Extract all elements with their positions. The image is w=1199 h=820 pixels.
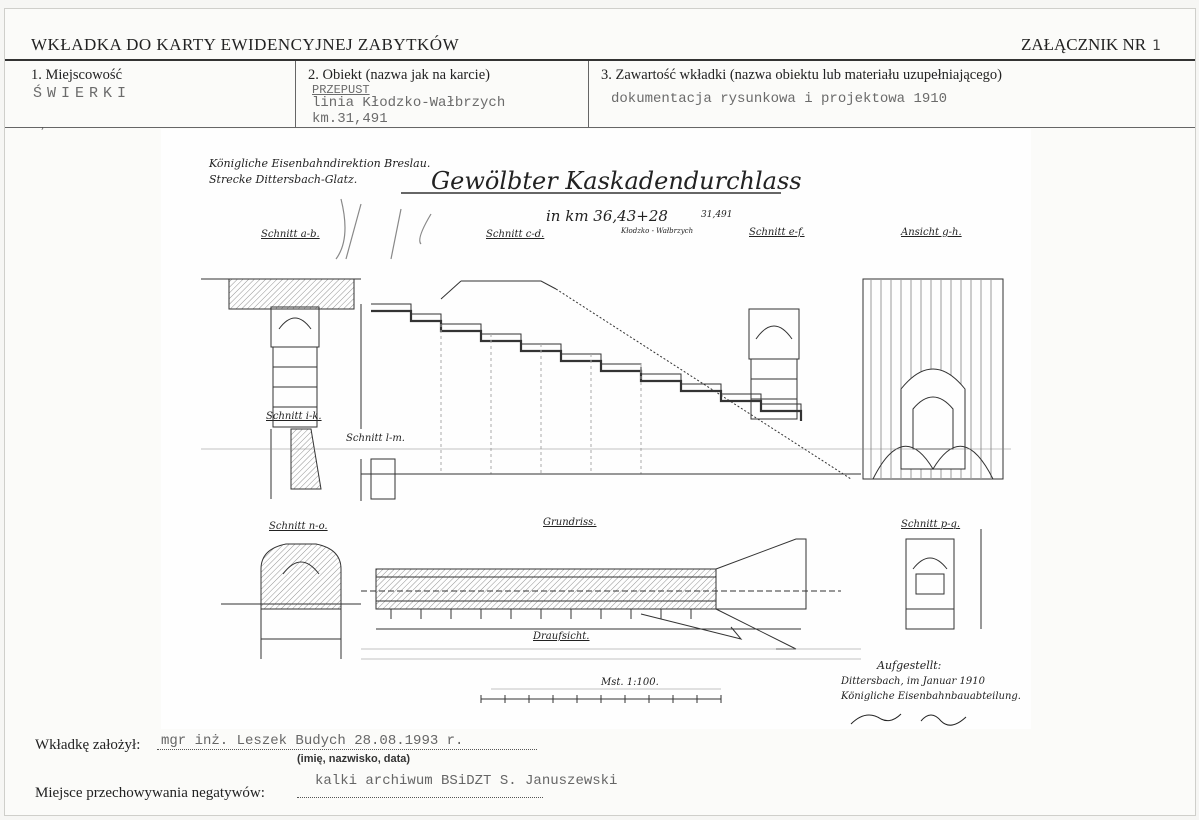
drawing-km-note2: Kłodzko - Wałbrzych — [620, 227, 693, 235]
author-dotted-line — [157, 749, 537, 750]
section-pq-drawing — [905, 529, 982, 630]
section-no-drawing — [221, 543, 361, 659]
technical-drawing: Königliche Eisenbahndirektion Breslau. S… — [161, 129, 1031, 729]
grundriss-drawing — [361, 538, 841, 650]
made-line2: Dittersbach, im Januar 1910 — [840, 676, 986, 687]
field-object: 2. Obiekt (nazwa jak na karcie) PRZEPUST… — [296, 61, 589, 127]
drawing-svg: Königliche Eisenbahndirektion Breslau. S… — [201, 157, 1021, 726]
label-schnitt-no: Schnitt n-o. — [269, 521, 328, 532]
drawing-km: in km 36,43+28 — [546, 207, 668, 225]
handwritten-signatures — [850, 713, 967, 726]
made-line1: Aufgestellt: — [876, 659, 941, 672]
drawing-header-line2: Strecke Dittersbach-Glatz. — [209, 173, 357, 186]
pencil-marks — [335, 198, 432, 260]
document-title: WKŁADKA DO KARTY EWIDENCYJNEJ ZABYTKÓW — [31, 35, 460, 54]
section-gh-drawing — [862, 278, 1004, 480]
field-contents-label: 3. Zawartość wkładki (nazwa obiektu lub … — [601, 67, 1003, 83]
document-header: WKŁADKA DO KARTY EWIDENCYJNEJ ZABYTKÓW Z… — [5, 9, 1195, 61]
document-sheet: WKŁADKA DO KARTY EWIDENCYJNEJ ZABYTKÓW Z… — [4, 8, 1196, 816]
drawing-title: Gewölbter Kaskadendurchlass — [431, 167, 802, 195]
author-value: mgr inż. Leszek Budych 28.08.1993 r. — [161, 733, 464, 749]
section-ef-drawing — [748, 308, 800, 420]
label-grundriss: Grundriss. — [543, 517, 596, 528]
dimension-lines — [201, 448, 1011, 690]
scale-label: Mst. 1:100. — [600, 677, 659, 688]
field-locality-value: ŚWIERKI — [33, 85, 132, 102]
scale-bar — [480, 695, 722, 703]
label-ansicht-gh: Ansicht g-h. — [900, 227, 962, 238]
section-ab-drawing — [201, 278, 361, 428]
section-lm-drawing — [360, 458, 396, 501]
made-line3: Königliche Eisenbahnbauabteilung. — [840, 691, 1021, 702]
label-schnitt-ik: Schnitt i-k. — [266, 411, 322, 422]
field-contents-value: dokumentacja rysunkowa i projektowa 1910 — [611, 91, 948, 107]
negatives-label: Miejsce przechowywania negatywów: — [35, 785, 265, 801]
label-schnitt-ef: Schnitt e-f. — [749, 227, 805, 238]
negatives-dotted-line — [297, 797, 543, 798]
label-schnitt-lm: Schnitt l-m. — [346, 433, 405, 444]
label-schnitt-pq: Schnitt p-q. — [901, 519, 960, 530]
field-object-label: 2. Obiekt (nazwa jak na karcie) — [308, 67, 490, 83]
drawing-km-note: 31,491 — [701, 210, 733, 220]
field-contents: 3. Zawartość wkładki (nazwa obiektu lub … — [589, 61, 1195, 127]
author-hint: (imię, nazwisko, data) — [297, 753, 411, 765]
label-schnitt-ab: Schnitt a-b. — [261, 229, 320, 240]
section-cd-drawing — [360, 280, 861, 480]
label-schnitt-cd: Schnitt c-d. — [486, 229, 544, 240]
stray-mark: , — [41, 117, 44, 131]
footer-author-row: Wkładkę założył: mgr inż. Leszek Budych … — [5, 731, 1195, 765]
field-object-value-line1: PRZEPUST — [312, 83, 370, 97]
annex-number: 1 — [1152, 38, 1161, 54]
field-locality-label: 1. Miejscowość — [31, 67, 123, 83]
author-label: Wkładkę założył: — [35, 737, 141, 753]
drawing-header-line1: Königliche Eisenbahndirektion Breslau. — [208, 157, 430, 170]
section-ik-drawing — [270, 428, 322, 499]
negatives-value: kalki archiwum BSiDZT S. Januszewski — [315, 773, 618, 789]
field-locality: 1. Miejscowość ŚWIERKI , — [5, 61, 296, 131]
fields-row: 1. Miejscowość ŚWIERKI , 2. Obiekt (nazw… — [5, 61, 1195, 131]
label-draufsicht: Draufsicht. — [532, 631, 589, 642]
footer-negatives-row: Miejsce przechowywania negatywów: kalki … — [5, 769, 1195, 809]
field-object-value-line2: linia Kłodzko-Wałbrzych km.31,491 — [312, 95, 506, 127]
